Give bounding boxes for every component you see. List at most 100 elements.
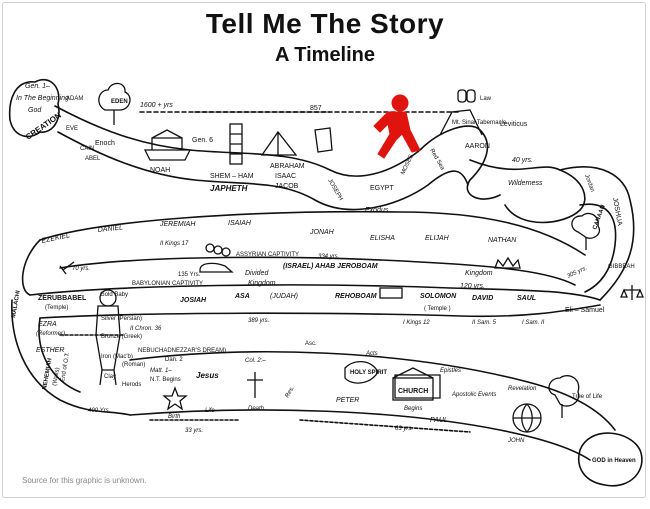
dove-icon (344, 361, 379, 384)
label-isaac: ISAAC (275, 173, 296, 180)
label-exodus: Exodus (365, 207, 389, 214)
mid-road-upper (39, 210, 586, 256)
label-birth: Birth (168, 414, 181, 420)
tree-icon (98, 82, 131, 125)
label-nebuchadnezzar: NEBUCHADNEZZAR'S DREAM) (138, 348, 226, 354)
label-solomon: SOLOMON (420, 293, 457, 300)
frame-border (2, 2, 646, 498)
top-road-lower (57, 131, 469, 211)
label-saul: SAUL (517, 295, 536, 302)
label-ezekiel: EZEKIEL (41, 232, 71, 245)
nt-road-upper (129, 351, 616, 431)
label-red-sea: Red Sea (428, 148, 445, 172)
label-herods: Herods (122, 382, 141, 388)
label-rehoboam: REHOBOAM (335, 293, 377, 300)
label-daniel: DANIEL (97, 224, 123, 234)
kings-road-upper (29, 284, 601, 301)
mid-road-lower (59, 256, 576, 286)
label-63-yrs: 63 yrs. (395, 426, 413, 432)
label-bronze: Bronze (Greek) (101, 334, 142, 340)
joshua-band (559, 166, 635, 301)
tablets-icon (457, 89, 476, 103)
label-jonah: JONAH (309, 229, 335, 236)
tower-icon (229, 123, 243, 165)
label-elisha: ELISHA (370, 235, 395, 242)
label-israel-ahab: (ISRAEL) AHAB JEROBOAM (283, 263, 378, 270)
heaven-cloud (578, 432, 643, 487)
label-joshua: JOSHUA (611, 197, 623, 227)
label-adam: ADAM (66, 96, 83, 102)
label-roman: (Roman) (122, 362, 145, 368)
label-aaron: AARON (465, 143, 490, 150)
cross-icon (247, 372, 263, 398)
coat-icon (314, 127, 333, 153)
label-jordan: Jordan (583, 174, 595, 193)
chains-icon (205, 243, 231, 257)
label-end-ot: End of O.T. (60, 351, 71, 382)
label-120-yrs: 120 yrs. (460, 283, 485, 290)
label-esther: ESTHER (36, 347, 64, 354)
label-noah: NOAH (150, 167, 170, 174)
label-japheth: JAPHETH (210, 184, 248, 193)
kings-road-lower (39, 304, 601, 319)
label-god: God (28, 107, 42, 114)
label-temple: (Temple) (45, 305, 68, 311)
label-epistles: Epistles (440, 368, 461, 374)
label-res: Res. (285, 385, 296, 399)
label-nathan: NATHAN (488, 237, 517, 244)
label-death: Death (248, 406, 265, 412)
label-shem-ham: SHEM – HAM (210, 173, 254, 180)
star-icon (162, 386, 188, 411)
tent-icon (260, 130, 298, 156)
label-33-yrs: 33 yrs. (185, 428, 203, 434)
label-enoch: Enoch (95, 140, 115, 147)
label-elijah: ELIJAH (425, 235, 450, 242)
label-josiah: JOSIAH (180, 297, 207, 304)
label-matt1: Matt. 1– (150, 368, 172, 374)
label-creation: CREATION (24, 111, 63, 142)
label-assyrian: ASSYRIAN CAPTIVITY (236, 252, 299, 258)
label-revelation: Revelation (508, 386, 537, 392)
source-note: Source for this graphic is unknown. (22, 476, 147, 485)
ot-end-band-inner (38, 317, 81, 393)
label-babylonian: BABYLONIAN CAPTIVITY (132, 281, 203, 287)
label-nt-begins: N.T. Begins (150, 377, 181, 383)
label-moses: MOSES (400, 154, 415, 176)
label-abel: ABEL (85, 156, 101, 162)
label-acts: Acts (365, 351, 378, 357)
label-egypt: EGYPT (370, 185, 394, 192)
label-kingdom2: Kingdom (248, 280, 276, 287)
label-gold: Gold Baby (100, 292, 128, 298)
label-apostolic: Apostolic Events (451, 392, 496, 398)
tree-of-life-icon (548, 375, 580, 418)
label-135-yrs: 135 Yrs. (178, 272, 201, 278)
label-in-the-beginning: In The Beginning (16, 95, 69, 102)
ot-end-band (11, 299, 131, 416)
label-canaan: CANAAN (592, 204, 607, 230)
label-silver: Silver (Persian) (101, 316, 142, 322)
label-zerubbabel: ZERUBBABEL (38, 295, 87, 302)
statue-icon (95, 289, 121, 386)
sword-icon (59, 261, 75, 275)
label-gen1: Gen. 1– (25, 83, 50, 90)
label-kings17: II Kings 17 (160, 241, 189, 247)
label-gibbeah: GIBBEAH (608, 264, 635, 270)
page-subtitle: A Timeline (274, 44, 376, 66)
label-divided: Divided (245, 270, 269, 277)
left-descent (21, 239, 41, 296)
label-cain: CAIN (80, 146, 94, 152)
label-334-yrs: 334 yrs. (318, 254, 339, 260)
label-kingdom: Kingdom (465, 270, 493, 277)
label-paul: PAUL (430, 417, 448, 424)
label-peter: PETER (336, 397, 359, 404)
label-joseph: JOSEPH (326, 178, 343, 202)
label-judah: (JUDAH) (270, 293, 298, 300)
label-wilderness: Wilderness (508, 180, 543, 187)
label-eve: EVE (66, 126, 78, 132)
joshua-band-inner (579, 203, 617, 293)
label-john: JOHN (507, 438, 525, 444)
label-abraham: ABRAHAM (270, 163, 305, 170)
label-70-yrs: 70 yrs. (72, 266, 90, 272)
label-jacob: JACOB (275, 183, 299, 190)
